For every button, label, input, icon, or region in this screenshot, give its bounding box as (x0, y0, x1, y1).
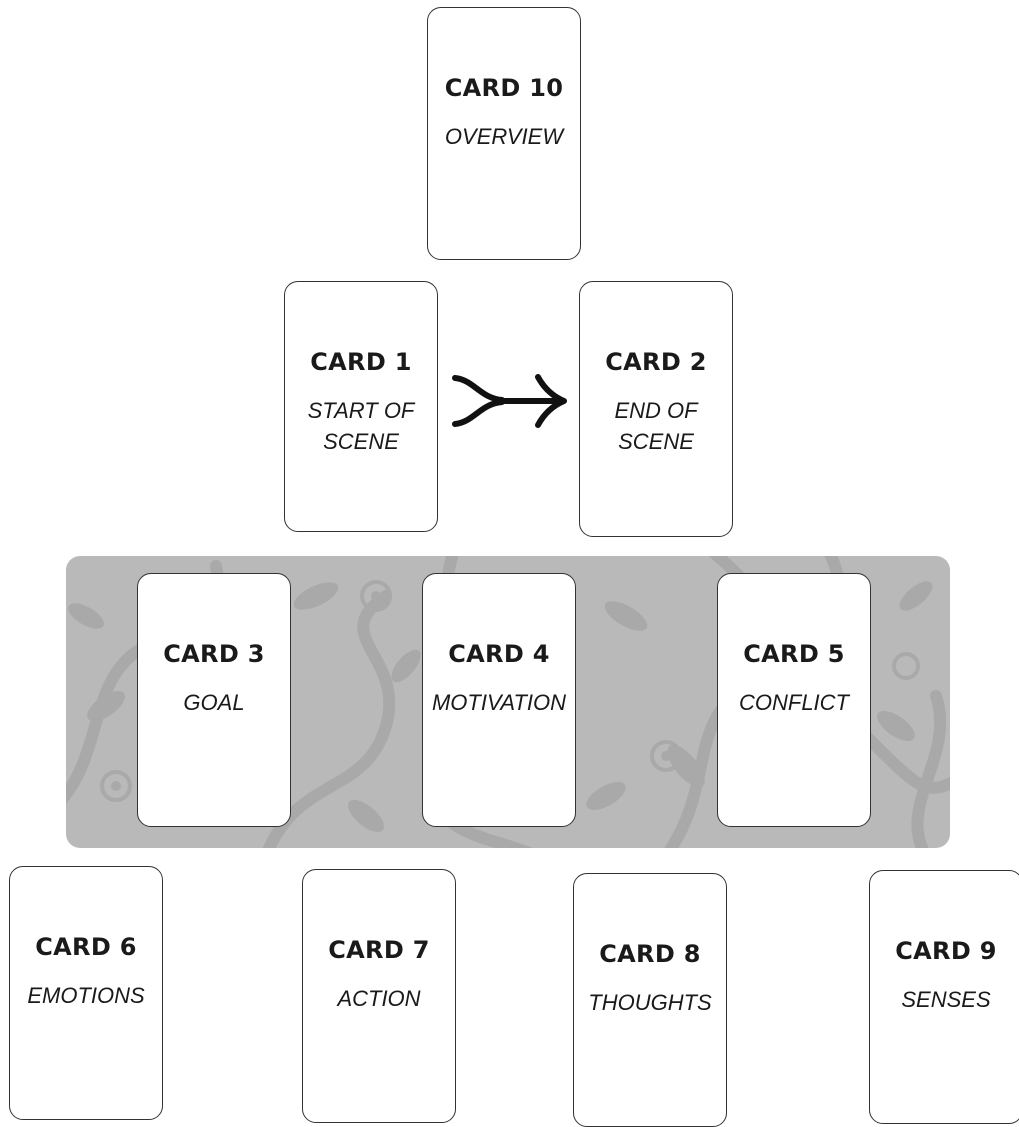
card-7: CARD 7 ACTION (302, 869, 456, 1123)
card-5: CARD 5 CONFLICT (717, 573, 871, 827)
card-title: CARD 2 (605, 348, 707, 376)
card-8: CARD 8 THOUGHTS (573, 873, 727, 1127)
card-subtitle: GOAL (183, 690, 245, 715)
card-10: CARD 10 OVERVIEW (427, 7, 581, 260)
card-2: CARD 2 END OF SCENE (579, 281, 733, 537)
card-subtitle: OVERVIEW (444, 124, 564, 149)
card-subtitle: START OF SCENE (307, 398, 415, 454)
card-title: CARD 4 (448, 640, 550, 668)
card-subtitle: END OF SCENE (614, 398, 698, 454)
card-4: CARD 4 MOTIVATION (422, 573, 576, 827)
card-title: CARD 10 (444, 74, 564, 102)
card-title: CARD 9 (895, 937, 997, 965)
card-title: CARD 3 (163, 640, 265, 668)
card-title: CARD 1 (310, 348, 412, 376)
card-title: CARD 6 (35, 933, 137, 961)
card-title: CARD 8 (599, 940, 701, 968)
card-6: CARD 6 EMOTIONS (9, 866, 163, 1120)
curved-tail-right-arrow-icon (452, 374, 567, 428)
card-subtitle: THOUGHTS (588, 990, 712, 1015)
card-9: CARD 9 SENSES (869, 870, 1019, 1124)
card-subtitle: CONFLICT (739, 690, 849, 715)
card-subtitle: ACTION (337, 986, 421, 1011)
card-subtitle: SENSES (901, 987, 991, 1012)
card-3: CARD 3 GOAL (137, 573, 291, 827)
card-title: CARD 7 (328, 936, 430, 964)
card-subtitle: EMOTIONS (27, 983, 145, 1008)
card-1: CARD 1 START OF SCENE (284, 281, 438, 532)
card-title: CARD 5 (743, 640, 845, 668)
card-subtitle: MOTIVATION (431, 690, 567, 715)
